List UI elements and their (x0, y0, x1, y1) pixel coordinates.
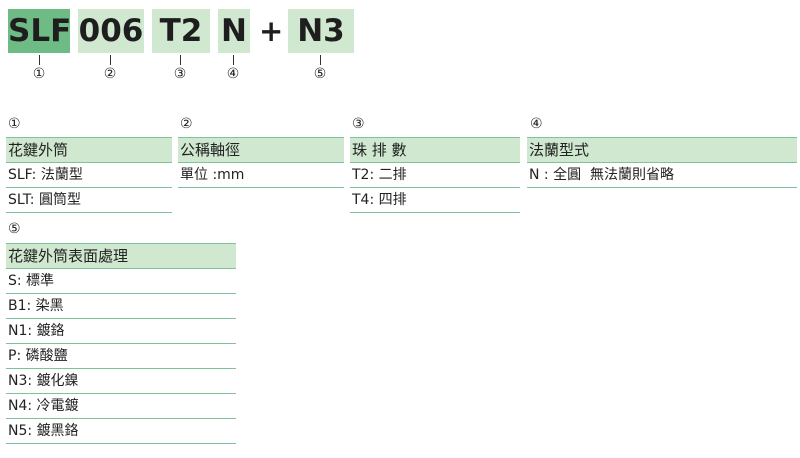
group-4-number: ④ (530, 116, 543, 132)
marker-tick-1 (39, 55, 40, 65)
marker-tick-4 (233, 55, 234, 65)
group-1-row: SLT: 圓筒型 (6, 188, 172, 213)
group-5-table: 花鍵外筒表面處理 S: 標準 B1: 染黑 N1: 鍍鉻 P: 磷酸鹽 N3: … (6, 243, 236, 444)
group-1-number: ① (8, 116, 21, 132)
group-3-row: T4: 四排 (350, 188, 520, 213)
group-2-header: 公稱軸徑 (178, 137, 344, 163)
marker-2: ② (103, 66, 117, 82)
group-3-row: T2: 二排 (350, 163, 520, 188)
code-part-2: 006 (78, 9, 144, 53)
group-1-table: 花鍵外筒 SLF: 法蘭型 SLT: 圓筒型 (6, 137, 172, 213)
marker-tick-5 (320, 55, 321, 65)
marker-tick-3 (180, 55, 181, 65)
marker-5: ⑤ (313, 66, 327, 82)
group-5-row: N5: 鍍黑鉻 (6, 419, 236, 444)
marker-1: ① (32, 66, 46, 82)
plus-sign: + (259, 14, 284, 48)
code-part-3: T2 (152, 9, 210, 53)
group-1-row: SLF: 法蘭型 (6, 163, 172, 188)
group-3-header: 珠 排 數 (350, 137, 520, 163)
group-4-table: 法蘭型式 N : 全圓 無法蘭則省略 (527, 137, 797, 188)
marker-3: ③ (173, 66, 187, 82)
group-2-row: 單位 :mm (178, 163, 344, 188)
group-5-row: N3: 鍍化鎳 (6, 369, 236, 394)
group-5-row: P: 磷酸鹽 (6, 344, 236, 369)
group-4-header: 法蘭型式 (527, 137, 797, 163)
group-4-row: N : 全圓 無法蘭則省略 (527, 163, 797, 188)
group-5-number: ⑤ (8, 221, 21, 237)
marker-4: ④ (226, 66, 240, 82)
group-5-header: 花鍵外筒表面處理 (6, 243, 236, 269)
group-1-header: 花鍵外筒 (6, 137, 172, 163)
group-5-row: B1: 染黑 (6, 294, 236, 319)
group-3-table: 珠 排 數 T2: 二排 T4: 四排 (350, 137, 520, 213)
code-part-1: SLF (8, 9, 71, 53)
group-5-row: N4: 冷電鍍 (6, 394, 236, 419)
group-2-table: 公稱軸徑 單位 :mm (178, 137, 344, 188)
code-part-4: N (218, 9, 250, 53)
code-part-5: N3 (288, 9, 354, 53)
group-5-row: S: 標準 (6, 269, 236, 294)
group-2-number: ② (180, 116, 193, 132)
group-3-number: ③ (352, 116, 365, 132)
marker-tick-2 (110, 55, 111, 65)
group-5-row: N1: 鍍鉻 (6, 319, 236, 344)
